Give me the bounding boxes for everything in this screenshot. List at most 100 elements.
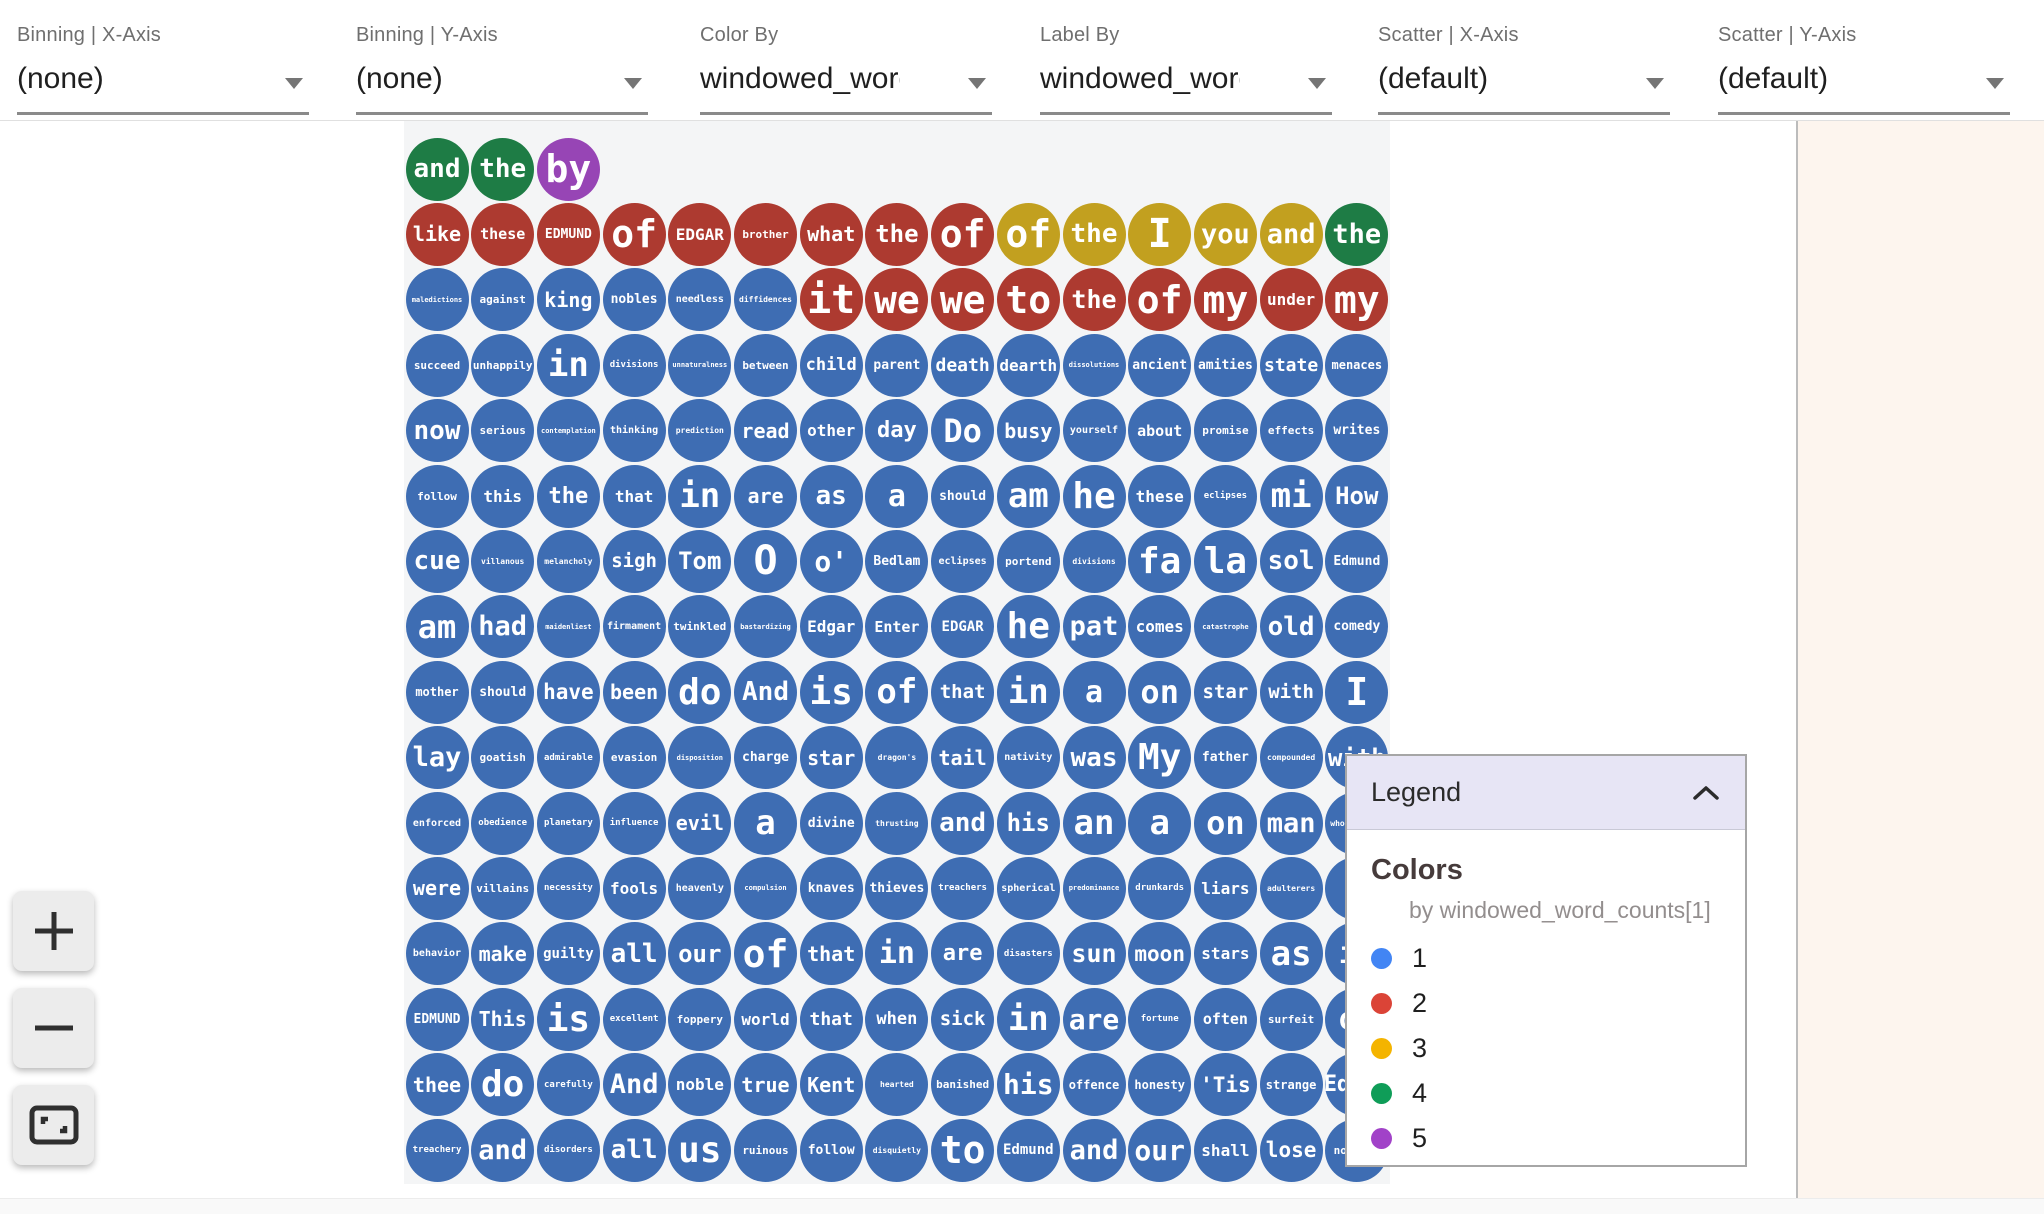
word-bubble[interactable]: la	[1193, 529, 1257, 593]
word-bubble[interactable]: surfeit	[1259, 987, 1323, 1051]
word-bubble[interactable]: EDMUND	[405, 987, 469, 1051]
word-bubble[interactable]: and	[931, 791, 995, 855]
word-bubble[interactable]: the	[1062, 268, 1126, 332]
word-bubble[interactable]: my	[1193, 268, 1257, 332]
word-bubble[interactable]: thinking	[602, 399, 666, 463]
word-bubble[interactable]: an	[1062, 791, 1126, 855]
word-bubble[interactable]: to	[996, 268, 1060, 332]
word-bubble[interactable]: and	[471, 1118, 535, 1182]
word-bubble[interactable]: Kent	[799, 1053, 863, 1117]
word-bubble[interactable]: like	[405, 202, 469, 266]
word-bubble[interactable]: planetary	[536, 791, 600, 855]
word-bubble[interactable]: and	[1062, 1118, 1126, 1182]
word-bubble[interactable]: in	[996, 987, 1060, 1051]
word-bubble[interactable]: predominance	[1062, 856, 1126, 920]
word-bubble[interactable]: a	[865, 464, 929, 528]
word-bubble[interactable]: is	[536, 987, 600, 1051]
legend-header[interactable]: Legend	[1347, 756, 1745, 830]
word-bubble[interactable]: thee	[405, 1053, 469, 1117]
word-bubble[interactable]: yourself	[1062, 399, 1126, 463]
word-bubble[interactable]: tail	[931, 726, 995, 790]
word-bubble[interactable]: against	[471, 268, 535, 332]
word-bubble[interactable]: sick	[931, 987, 995, 1051]
word-bubble[interactable]: star	[799, 726, 863, 790]
word-bubble[interactable]: death	[931, 333, 995, 397]
word-bubble[interactable]: necessity	[536, 856, 600, 920]
word-bubble[interactable]: read	[734, 399, 797, 463]
word-bubble[interactable]: catastrophe	[1193, 595, 1257, 659]
word-bubble[interactable]: succeed	[405, 333, 469, 397]
word-bubble[interactable]: do	[668, 660, 732, 724]
word-bubble[interactable]: promise	[1193, 399, 1257, 463]
word-bubble[interactable]: what	[799, 202, 863, 266]
word-bubble[interactable]: to	[931, 1118, 995, 1182]
word-bubble[interactable]: ruinous	[734, 1118, 797, 1182]
word-bubble[interactable]: that	[799, 987, 863, 1051]
word-bubble[interactable]: unnaturalness	[668, 333, 732, 397]
fit-to-screen-button[interactable]	[13, 1085, 94, 1165]
word-bubble[interactable]: dragon's	[865, 726, 929, 790]
word-bubble[interactable]: And	[602, 1053, 666, 1117]
word-bubble[interactable]: evasion	[602, 726, 666, 790]
word-bubble[interactable]: O	[734, 529, 797, 593]
word-bubble[interactable]: sol	[1259, 529, 1323, 593]
word-bubble[interactable]: king	[536, 268, 600, 332]
word-bubble[interactable]: nobles	[602, 268, 666, 332]
word-bubble[interactable]: thrusting	[865, 791, 929, 855]
dropdown-color-by[interactable]: Color By windowed_word_counts[1]	[700, 24, 992, 115]
word-bubble[interactable]: state	[1259, 333, 1323, 397]
word-bubble[interactable]: banished	[931, 1053, 995, 1117]
word-bubble[interactable]: it	[799, 268, 863, 332]
word-bubble[interactable]: Enter	[865, 595, 929, 659]
word-bubble[interactable]: maidenliest	[536, 595, 600, 659]
word-bubble[interactable]: liars	[1193, 856, 1257, 920]
dropdown-binning-x[interactable]: Binning | X-Axis (none)	[17, 24, 309, 115]
word-bubble[interactable]: moon	[1128, 922, 1192, 986]
word-bubble[interactable]: Edmund	[996, 1118, 1060, 1182]
word-bubble[interactable]: How	[1325, 464, 1389, 528]
word-bubble[interactable]: eclipses	[1193, 464, 1257, 528]
word-bubble[interactable]: unhappily	[471, 333, 535, 397]
word-bubble[interactable]: his	[996, 791, 1060, 855]
word-bubble[interactable]: divisions	[602, 333, 666, 397]
word-bubble[interactable]: stars	[1193, 922, 1257, 986]
word-bubble[interactable]: have	[536, 660, 600, 724]
word-bubble[interactable]: bastardizing	[734, 595, 797, 659]
word-bubble[interactable]: of	[1128, 268, 1192, 332]
word-bubble[interactable]: maledictions	[405, 268, 469, 332]
word-bubble[interactable]: carefully	[536, 1053, 600, 1117]
word-bubble[interactable]: hearted	[865, 1053, 929, 1117]
word-bubble[interactable]: knaves	[799, 856, 863, 920]
word-bubble[interactable]: fa	[1128, 529, 1192, 593]
word-bubble[interactable]: busy	[996, 399, 1060, 463]
word-bubble[interactable]: under	[1259, 268, 1323, 332]
word-bubble[interactable]: compounded	[1259, 726, 1323, 790]
word-bubble[interactable]: 'Tis	[1193, 1053, 1257, 1117]
word-bubble[interactable]: all	[602, 922, 666, 986]
word-bubble[interactable]: treachers	[931, 856, 995, 920]
word-bubble[interactable]: us	[668, 1118, 732, 1182]
word-bubble[interactable]: fools	[602, 856, 666, 920]
word-bubble[interactable]: pat	[1062, 595, 1126, 659]
word-bubble[interactable]: that	[931, 660, 995, 724]
word-bubble[interactable]: serious	[471, 399, 535, 463]
word-bubble[interactable]: are	[734, 464, 797, 528]
word-bubble[interactable]: sun	[1062, 922, 1126, 986]
word-bubble[interactable]: eclipses	[931, 529, 995, 593]
word-bubble[interactable]: was	[1062, 726, 1126, 790]
word-bubble[interactable]: I	[1325, 660, 1389, 724]
word-bubble[interactable]: contemplation	[536, 399, 600, 463]
word-bubble[interactable]: often	[1193, 987, 1257, 1051]
word-bubble[interactable]: obedience	[471, 791, 535, 855]
word-bubble[interactable]: that	[602, 464, 666, 528]
word-bubble[interactable]: cue	[405, 529, 469, 593]
word-bubble[interactable]: our	[1128, 1118, 1192, 1182]
dropdown-scatter-x[interactable]: Scatter | X-Axis (default)	[1378, 24, 1670, 115]
word-bubble[interactable]: in	[536, 333, 600, 397]
word-bubble[interactable]: disposition	[668, 726, 732, 790]
word-bubble[interactable]: father	[1193, 726, 1257, 790]
word-bubble[interactable]: adulterers	[1259, 856, 1323, 920]
word-bubble[interactable]: Bedlam	[865, 529, 929, 593]
word-bubble[interactable]: make	[471, 922, 535, 986]
word-bubble[interactable]: enforced	[405, 791, 469, 855]
